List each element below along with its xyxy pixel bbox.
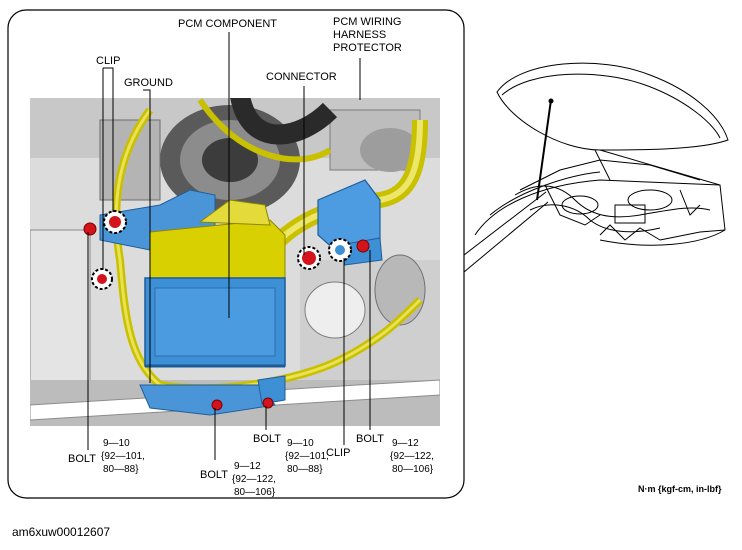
- torque-bolt-1-line3: 80—88}: [103, 464, 139, 475]
- torque-bolt-1-line2: {92—101,: [101, 451, 145, 462]
- label-harness-1: PCM WIRING: [333, 16, 401, 28]
- label-ground: GROUND: [124, 77, 173, 89]
- clip-marker-3: [328, 238, 352, 262]
- bolt-marker-1: [83, 222, 97, 236]
- torque-bolt-4-line1: 9—12: [392, 438, 419, 449]
- torque-bolt-2-line2: {92—122,: [232, 474, 276, 485]
- engine-bay-photo: [30, 98, 440, 426]
- connector-marker: [297, 246, 321, 270]
- label-bolt-3: BOLT: [253, 433, 281, 445]
- bolt-marker-4: [356, 239, 370, 253]
- figure-id: am6xuw00012607: [12, 525, 110, 539]
- torque-bolt-4-line3: 80—106}: [392, 464, 434, 475]
- bolt-marker-2: [211, 399, 223, 411]
- torque-bolt-1-line1: 9—10: [103, 438, 130, 449]
- unit-label: N·m {kgf-cm, in-lbf}: [638, 484, 722, 494]
- label-clip-bottom: CLIP: [326, 447, 350, 459]
- leader-lines: [87, 32, 371, 460]
- torque-bolt-4-line2: {92—122,: [390, 451, 434, 462]
- label-harness-3: PROTECTOR: [333, 42, 402, 54]
- vehicle-overview-sketch: [463, 62, 729, 273]
- clip-marker-2: [91, 268, 113, 290]
- bolt-marker-3: [262, 397, 274, 409]
- torque-bolt-3-line2: {92—101,: [285, 451, 329, 462]
- torque-bolt-3-line1: 9—10: [287, 438, 314, 449]
- label-connector: CONNECTOR: [266, 71, 337, 83]
- label-clip-top: CLIP: [96, 55, 120, 67]
- label-bolt-2: BOLT: [200, 469, 228, 481]
- torque-bolt-2-line3: 80—106}: [234, 487, 276, 498]
- label-bolt-4: BOLT: [356, 433, 384, 445]
- clip-marker-1: [103, 210, 127, 234]
- label-harness-2: HARNESS: [333, 29, 386, 41]
- torque-bolt-3-line3: 80—88}: [287, 464, 323, 475]
- label-pcm-component: PCM COMPONENT: [178, 18, 277, 30]
- torque-bolt-2-line1: 9—12: [234, 461, 261, 472]
- label-bolt-1: BOLT: [68, 453, 96, 465]
